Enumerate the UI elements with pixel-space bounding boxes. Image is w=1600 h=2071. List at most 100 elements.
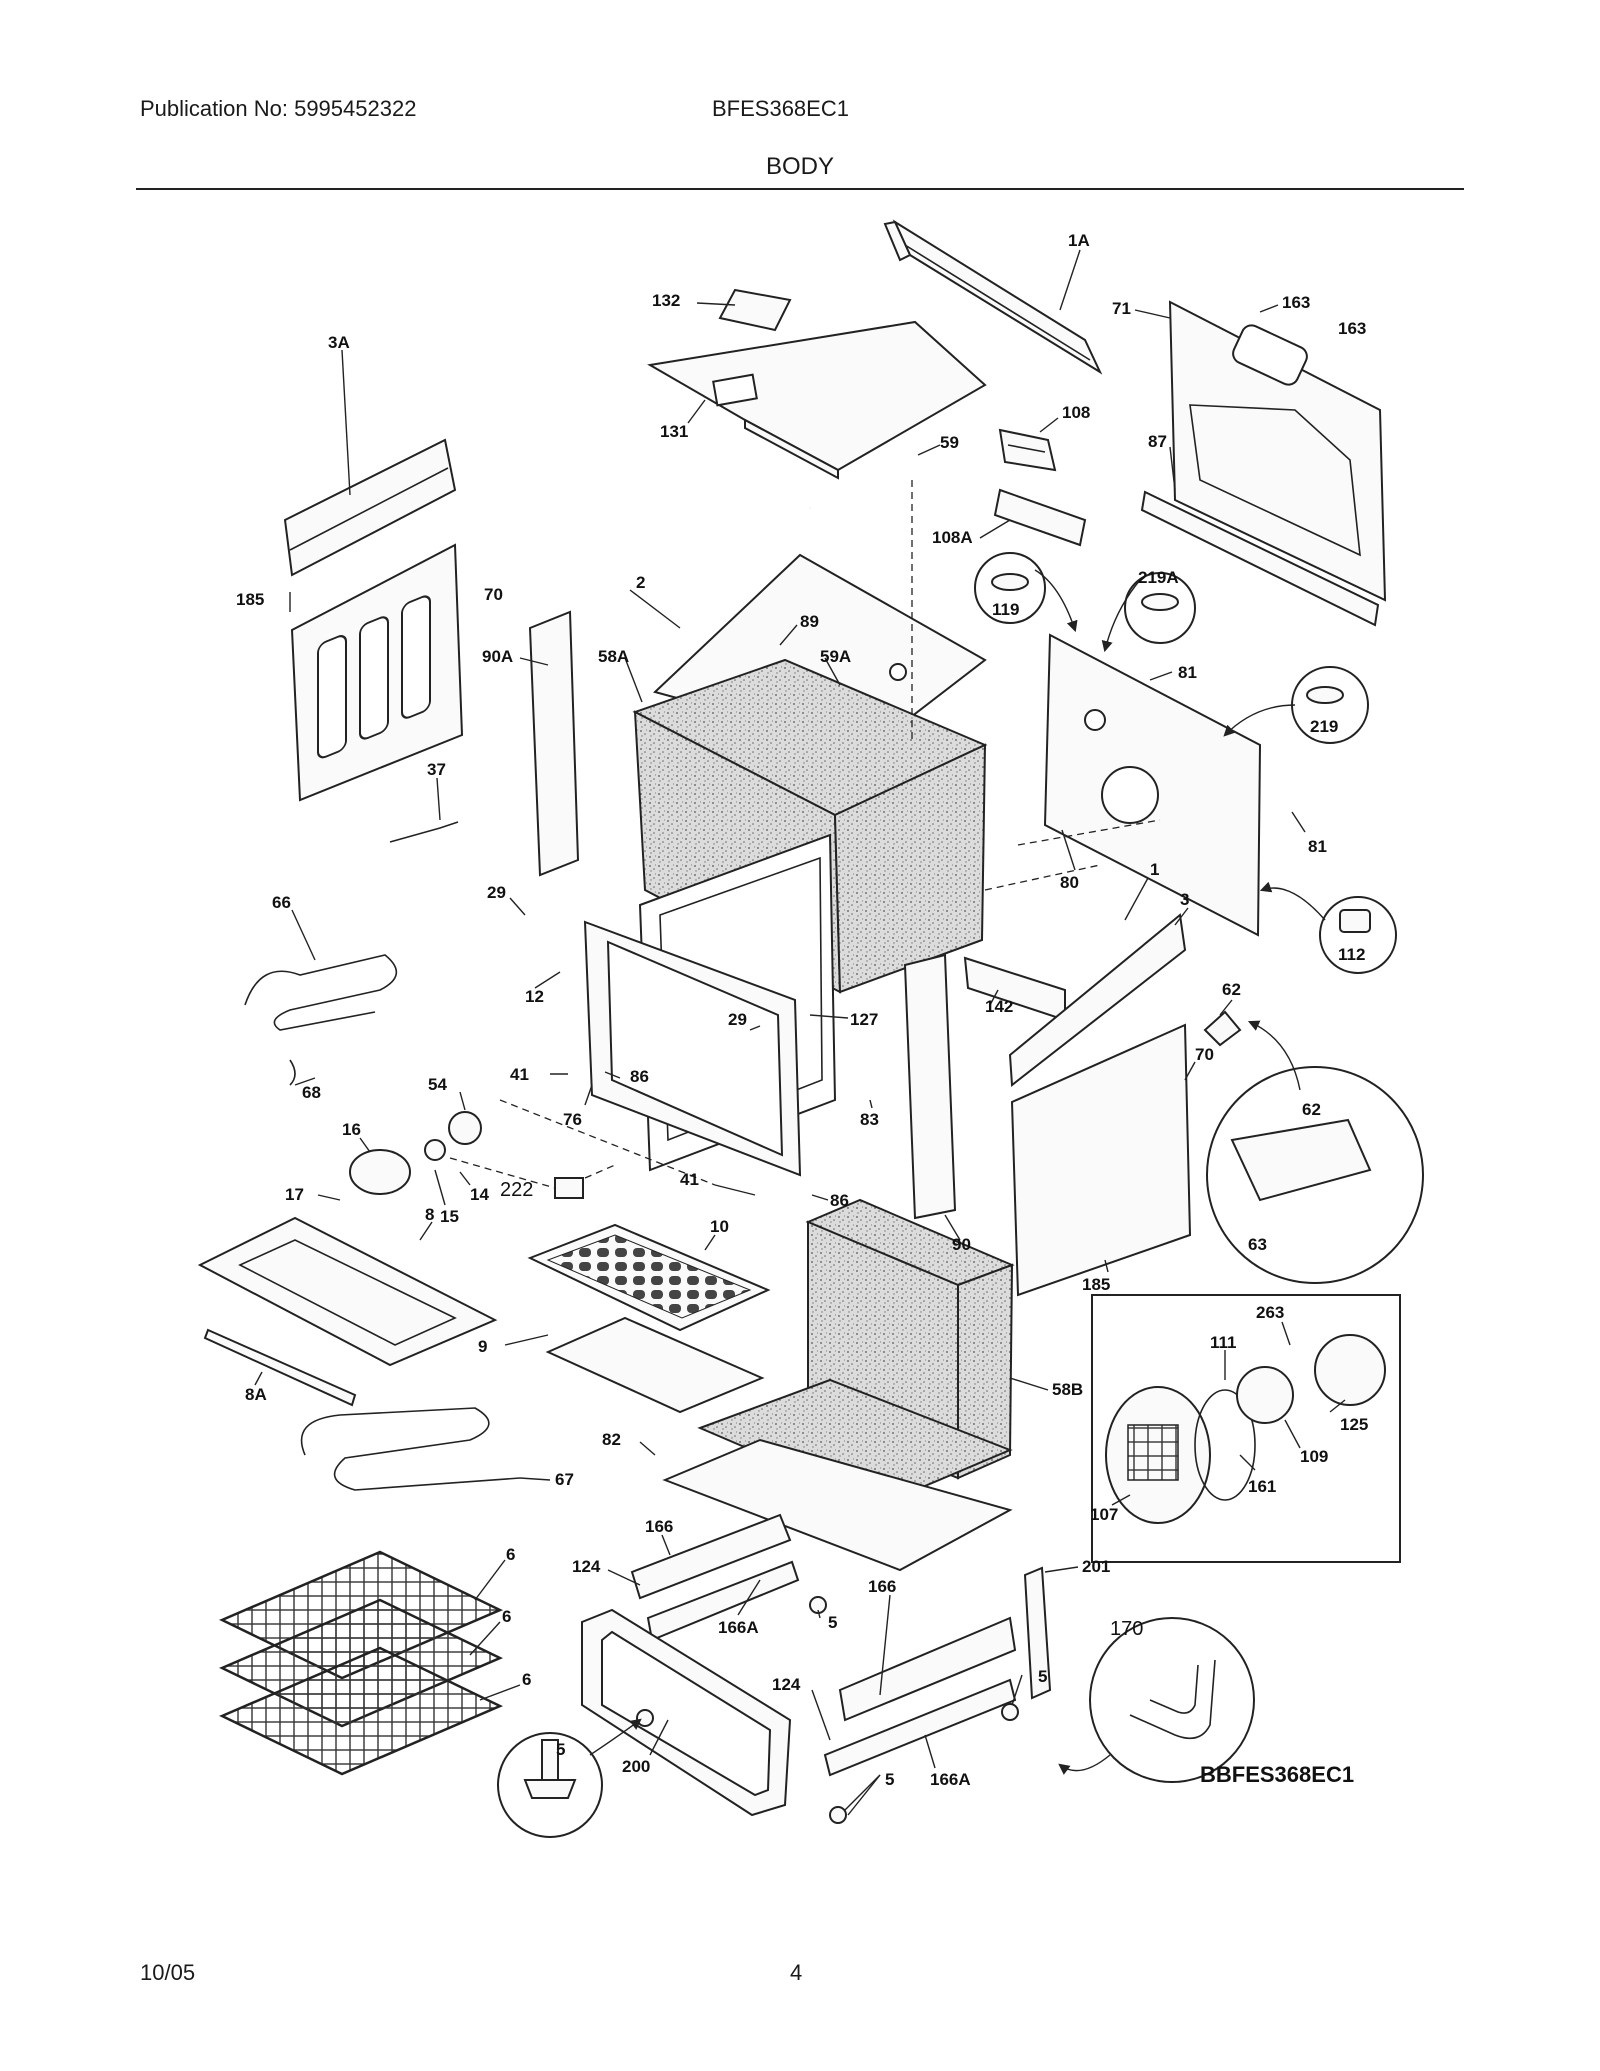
callout-219a: 219A <box>1138 568 1179 587</box>
model-number: BFES368EC1 <box>712 96 849 121</box>
callout-81: 81 <box>1178 663 1197 682</box>
callout-62: 62 <box>1222 980 1241 999</box>
part-222-plate <box>554 1177 584 1199</box>
part-108a-bracket <box>993 488 1087 547</box>
part-142-strip <box>963 956 1066 1022</box>
part-67-bake-element <box>300 1407 521 1491</box>
callout-59a: 59A <box>820 647 851 666</box>
callout-263: 263 <box>1256 1303 1284 1322</box>
callout-161: 161 <box>1248 1477 1276 1496</box>
callout-201: 201 <box>1082 1557 1110 1576</box>
detail-170-bracket <box>1058 1617 1255 1783</box>
part-132-bracket <box>718 288 792 332</box>
callout-108: 108 <box>1062 403 1090 422</box>
part-1-right-side-panel <box>1043 633 1262 937</box>
callout-17: 17 <box>285 1185 304 1204</box>
callout-9: 9 <box>478 1337 487 1356</box>
callout-5: 5 <box>1038 1667 1047 1686</box>
callout-29: 29 <box>487 883 506 902</box>
callout-166a: 166A <box>930 1770 971 1789</box>
callout-37: 37 <box>427 760 446 779</box>
part-131-top-panel <box>647 320 987 480</box>
detail-62-terminal <box>1203 1010 1424 1284</box>
callout-5: 5 <box>556 1740 565 1759</box>
callout-12: 12 <box>525 987 544 1006</box>
callout-127: 127 <box>850 1010 878 1029</box>
header-divider <box>136 188 1464 190</box>
callout-70: 70 <box>484 585 503 604</box>
callout-29: 29 <box>728 1010 747 1029</box>
callout-1: 1 <box>1150 860 1159 879</box>
callout-leaders <box>254 249 1346 1816</box>
detail-convection-fan-assembly <box>1091 1294 1401 1563</box>
part-1a-top-rail <box>883 219 1103 375</box>
callout-70: 70 <box>1195 1045 1214 1064</box>
callout-81: 81 <box>1308 837 1327 856</box>
part-71-back-panel <box>1168 300 1387 602</box>
callout-6: 6 <box>506 1545 515 1564</box>
callout-59: 59 <box>940 433 959 452</box>
callout-163: 163 <box>1282 293 1310 312</box>
callout-41: 41 <box>680 1170 699 1189</box>
publication-number: Publication No: 5995452322 <box>140 96 417 121</box>
callout-109: 109 <box>1300 1447 1328 1466</box>
part-70-left-side-panel <box>290 543 464 802</box>
callout-2: 2 <box>636 573 645 592</box>
callout-170: 170 <box>1110 1618 1143 1640</box>
callout-119: 119 <box>992 600 1019 619</box>
part-70-right-side-panel <box>1010 1023 1192 1297</box>
part-3-front-rail <box>1008 913 1187 1087</box>
part-8a-trim-strip <box>203 1328 357 1407</box>
callout-41: 41 <box>510 1065 529 1084</box>
part-5-leveling-legs <box>636 1596 1019 1824</box>
callout-66: 66 <box>272 893 291 912</box>
part-10-broiler-grid <box>527 1223 771 1332</box>
callout-1a: 1A <box>1068 231 1090 250</box>
part-58b-insulation-bottom <box>697 1198 1015 1507</box>
callout-111: 111 <box>1210 1333 1237 1352</box>
part-68-clip <box>289 1059 296 1086</box>
part-light-assembly <box>349 1111 482 1195</box>
callout-166a: 166A <box>718 1618 759 1637</box>
part-59-tube <box>808 445 917 513</box>
detail-219 <box>1223 666 1369 744</box>
callout-185: 185 <box>236 590 264 609</box>
callout-54: 54 <box>428 1075 447 1094</box>
callout-132: 132 <box>652 291 680 310</box>
callout-185: 185 <box>1082 1275 1110 1294</box>
part-3a-side-rail <box>283 438 457 577</box>
part-90a-side-strip <box>528 610 580 877</box>
detail-112 <box>1259 881 1397 974</box>
callout-107: 107 <box>1090 1505 1118 1524</box>
publication-date: 10/05 <box>140 1960 196 1985</box>
callout-83: 83 <box>860 1110 879 1129</box>
part-76-door-frame <box>583 920 802 1177</box>
callout-58a: 58A <box>598 647 629 666</box>
callout-3: 3 <box>1180 890 1189 909</box>
callout-5: 5 <box>885 1770 894 1789</box>
callout-58b: 58B <box>1052 1380 1083 1399</box>
callout-6: 6 <box>502 1607 511 1626</box>
callout-125: 125 <box>1340 1415 1368 1434</box>
callout-67: 67 <box>555 1470 574 1489</box>
detail-219a <box>1101 572 1196 653</box>
part-87-strip <box>1140 490 1380 627</box>
callout-90: 90 <box>952 1235 971 1254</box>
callout-86: 86 <box>630 1067 649 1086</box>
callout-15: 15 <box>440 1207 459 1226</box>
part-108-terminal-block <box>998 428 1057 472</box>
part-9-broiler-pan <box>545 1316 765 1414</box>
callout-3a: 3A <box>328 333 350 352</box>
section-title: BODY <box>765 153 834 180</box>
callout-124: 124 <box>772 1675 801 1694</box>
diagram-reference-code: BBFES368EC1 <box>1200 1762 1354 1787</box>
part-166-rack-slide-left <box>630 1513 792 1600</box>
callout-76: 76 <box>563 1110 582 1129</box>
callout-6: 6 <box>522 1670 531 1689</box>
callout-labels: 1A 132 163 163 71 131 108 59 87 3A 108A … <box>236 231 1368 1789</box>
callout-112: 112 <box>1338 945 1365 964</box>
part-166a-rack-slide-right <box>823 1678 1017 1777</box>
callout-200: 200 <box>622 1757 650 1776</box>
part-201-side-trim <box>1023 1566 1052 1700</box>
